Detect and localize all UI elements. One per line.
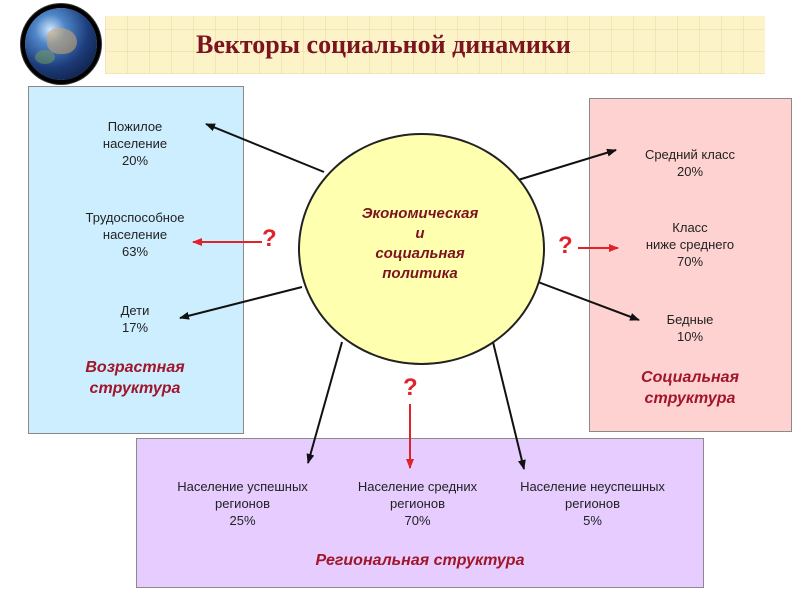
region-item-average: Население средних регионов 70%	[357, 479, 478, 528]
arrow-to-middle-class	[517, 148, 617, 181]
center-circle	[298, 133, 545, 365]
arrow-to-children	[179, 286, 303, 320]
age-structure-box	[28, 86, 244, 434]
regional-structure-box	[136, 438, 704, 588]
social-item-poor: Бедные 10%	[666, 312, 714, 344]
center-label: Экономическая и социальная политика	[361, 205, 479, 282]
title-banner	[105, 16, 765, 74]
age-item-working: Трудоспособное население 63%	[85, 210, 185, 259]
arrow-to-elderly	[205, 123, 325, 173]
social-structure-heading: Социальная структура	[641, 369, 739, 407]
arrow-to-successful-regions	[306, 341, 343, 464]
social-item-lower-middle: Класс ниже среднего 70%	[645, 220, 735, 269]
question-mark-right: ?	[558, 232, 573, 259]
page-title: Векторы социальной динамики	[196, 30, 571, 59]
region-item-unsuccessful: Население неуспешных регионов 5%	[520, 479, 665, 528]
social-structure-box	[589, 98, 792, 432]
age-structure-heading: Возрастная структура	[85, 359, 185, 397]
globe-icon	[25, 8, 97, 80]
social-item-middle: Средний класс 20%	[644, 147, 736, 179]
question-mark-bottom: ?	[403, 374, 418, 401]
regional-structure-heading: Региональная структура	[315, 552, 525, 569]
age-item-elderly: Пожилое население 20%	[102, 119, 168, 168]
age-item-children: Дети 17%	[120, 303, 150, 335]
question-mark-left: ?	[262, 225, 277, 252]
arrow-to-poor	[537, 281, 640, 321]
region-item-successful: Население успешных регионов 25%	[177, 479, 308, 528]
arrow-to-unsuccessful-regions	[491, 337, 526, 470]
